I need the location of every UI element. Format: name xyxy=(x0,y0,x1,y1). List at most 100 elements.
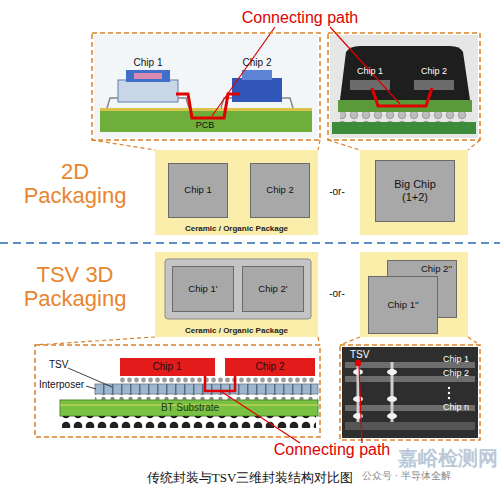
die-core xyxy=(134,73,162,79)
bump xyxy=(387,369,397,375)
package-area xyxy=(360,150,468,235)
chip-box: Chip 1' xyxy=(172,266,234,312)
mold-compound xyxy=(340,46,470,100)
chip-box: Chip 2' xyxy=(242,266,304,312)
node-text: Chip 2 xyxy=(266,185,293,196)
connecting-path xyxy=(205,376,235,391)
package-box: Ceramic / Organic Package Chip 1 Chip 2 xyxy=(155,150,318,235)
part-name: PCB xyxy=(196,121,215,131)
node-text: Chip 1'' xyxy=(387,300,418,311)
connecting-path xyxy=(176,94,240,118)
zoom-line xyxy=(328,140,360,150)
chip-box: Chip 1 xyxy=(168,163,228,218)
copper-layer xyxy=(100,108,312,111)
photo-background xyxy=(330,35,478,138)
bump xyxy=(353,396,363,402)
divider-line xyxy=(0,242,500,244)
part-name: Chip n xyxy=(443,403,469,413)
photo-background xyxy=(94,35,318,138)
node-text: Chip 2'' xyxy=(421,264,452,275)
pcb-board xyxy=(332,122,476,134)
interposer-layer xyxy=(95,384,318,394)
dashed-frame xyxy=(92,33,320,140)
watermark: 公众号 · 半导体全解 xyxy=(362,470,451,481)
bump xyxy=(387,413,397,419)
part-name: Chip 2 xyxy=(243,57,272,68)
dashed-frame xyxy=(35,345,320,437)
chip-die xyxy=(242,70,272,80)
bt-substrate xyxy=(60,400,318,416)
callout-text: Connecting path xyxy=(242,9,359,27)
node-text: Big Chip (1+2) xyxy=(390,178,440,204)
leader-line xyxy=(86,386,96,389)
part-name: Chip 1 xyxy=(443,355,469,365)
ellipsis-dot xyxy=(448,387,450,389)
chip-box: Chip 2 xyxy=(250,163,310,218)
lead xyxy=(178,98,189,108)
node-text: Ceramic / Organic Package xyxy=(185,326,288,335)
solder-balls xyxy=(62,416,316,428)
or-text: -or- xyxy=(329,186,345,197)
tsv-array xyxy=(96,384,317,394)
chip-box: Big Chip (1+2) xyxy=(375,160,455,222)
base-layer xyxy=(345,422,475,430)
section-heading: 2D Packaging xyxy=(13,160,138,208)
bump xyxy=(353,369,363,375)
ellipsis-dot xyxy=(448,397,450,399)
chip-die xyxy=(120,358,215,376)
ic-die xyxy=(350,80,390,90)
ellipsis-dot xyxy=(448,392,450,394)
lead xyxy=(282,98,293,108)
part-name: TSV xyxy=(49,359,68,370)
part-name: Chip 2 xyxy=(443,369,469,379)
callout-text: Connecting path xyxy=(274,441,391,459)
ic-die xyxy=(414,80,454,90)
package-area xyxy=(360,252,468,337)
zoom-line xyxy=(35,337,155,345)
leader-line xyxy=(359,366,362,443)
node-text: Chip 2' xyxy=(258,284,287,295)
figure-caption: 传统封装与TSV三维封装结构对比图 xyxy=(147,469,354,487)
solder-balls xyxy=(340,112,470,122)
part-name: TSV xyxy=(350,349,369,360)
section-heading: TSV 3D Packaging xyxy=(13,263,138,311)
dashed-frame xyxy=(328,33,480,140)
watermark: 嘉峪检测网 xyxy=(398,447,498,469)
zoom-line xyxy=(468,140,480,150)
pcb-board xyxy=(100,108,312,132)
bump xyxy=(387,396,397,402)
c4-bumps xyxy=(95,394,318,400)
part-name: BT Substrate xyxy=(161,402,219,413)
zoom-line xyxy=(318,140,320,150)
zoom-line xyxy=(468,337,480,345)
chip-die xyxy=(225,358,315,376)
chip-die xyxy=(126,70,170,82)
leader-line xyxy=(330,27,400,104)
part-name: Chip 1 xyxy=(134,57,163,68)
part-name: Chip 1 xyxy=(153,361,182,372)
lead xyxy=(107,98,118,108)
zoom-line xyxy=(92,140,155,150)
sem-photo xyxy=(342,347,478,438)
package-body xyxy=(118,80,178,102)
photo-background xyxy=(37,347,318,435)
tsv-marker xyxy=(355,360,361,366)
or-text: -or- xyxy=(329,288,345,299)
node-text: Ceramic / Organic Package xyxy=(185,224,288,233)
leader-line xyxy=(222,392,300,443)
part-name: Chip 2 xyxy=(421,67,447,77)
part-name: Interposer xyxy=(39,379,84,390)
package-box: Ceramic / Organic Package Chip 1' Chip 2' xyxy=(155,252,318,337)
connecting-path xyxy=(372,88,432,106)
leader-line xyxy=(212,27,275,116)
micro-bumps xyxy=(120,376,316,384)
part-name: Chip 2 xyxy=(256,361,285,372)
node-text: Chip 1' xyxy=(188,284,217,295)
zoom-line xyxy=(340,337,360,345)
chip-box: Chip 1'' xyxy=(368,276,438,334)
part-name: Chip 1 xyxy=(357,67,383,77)
package-body xyxy=(232,78,282,102)
zoom-line xyxy=(318,337,320,345)
node-text: Chip 1 xyxy=(184,185,211,196)
